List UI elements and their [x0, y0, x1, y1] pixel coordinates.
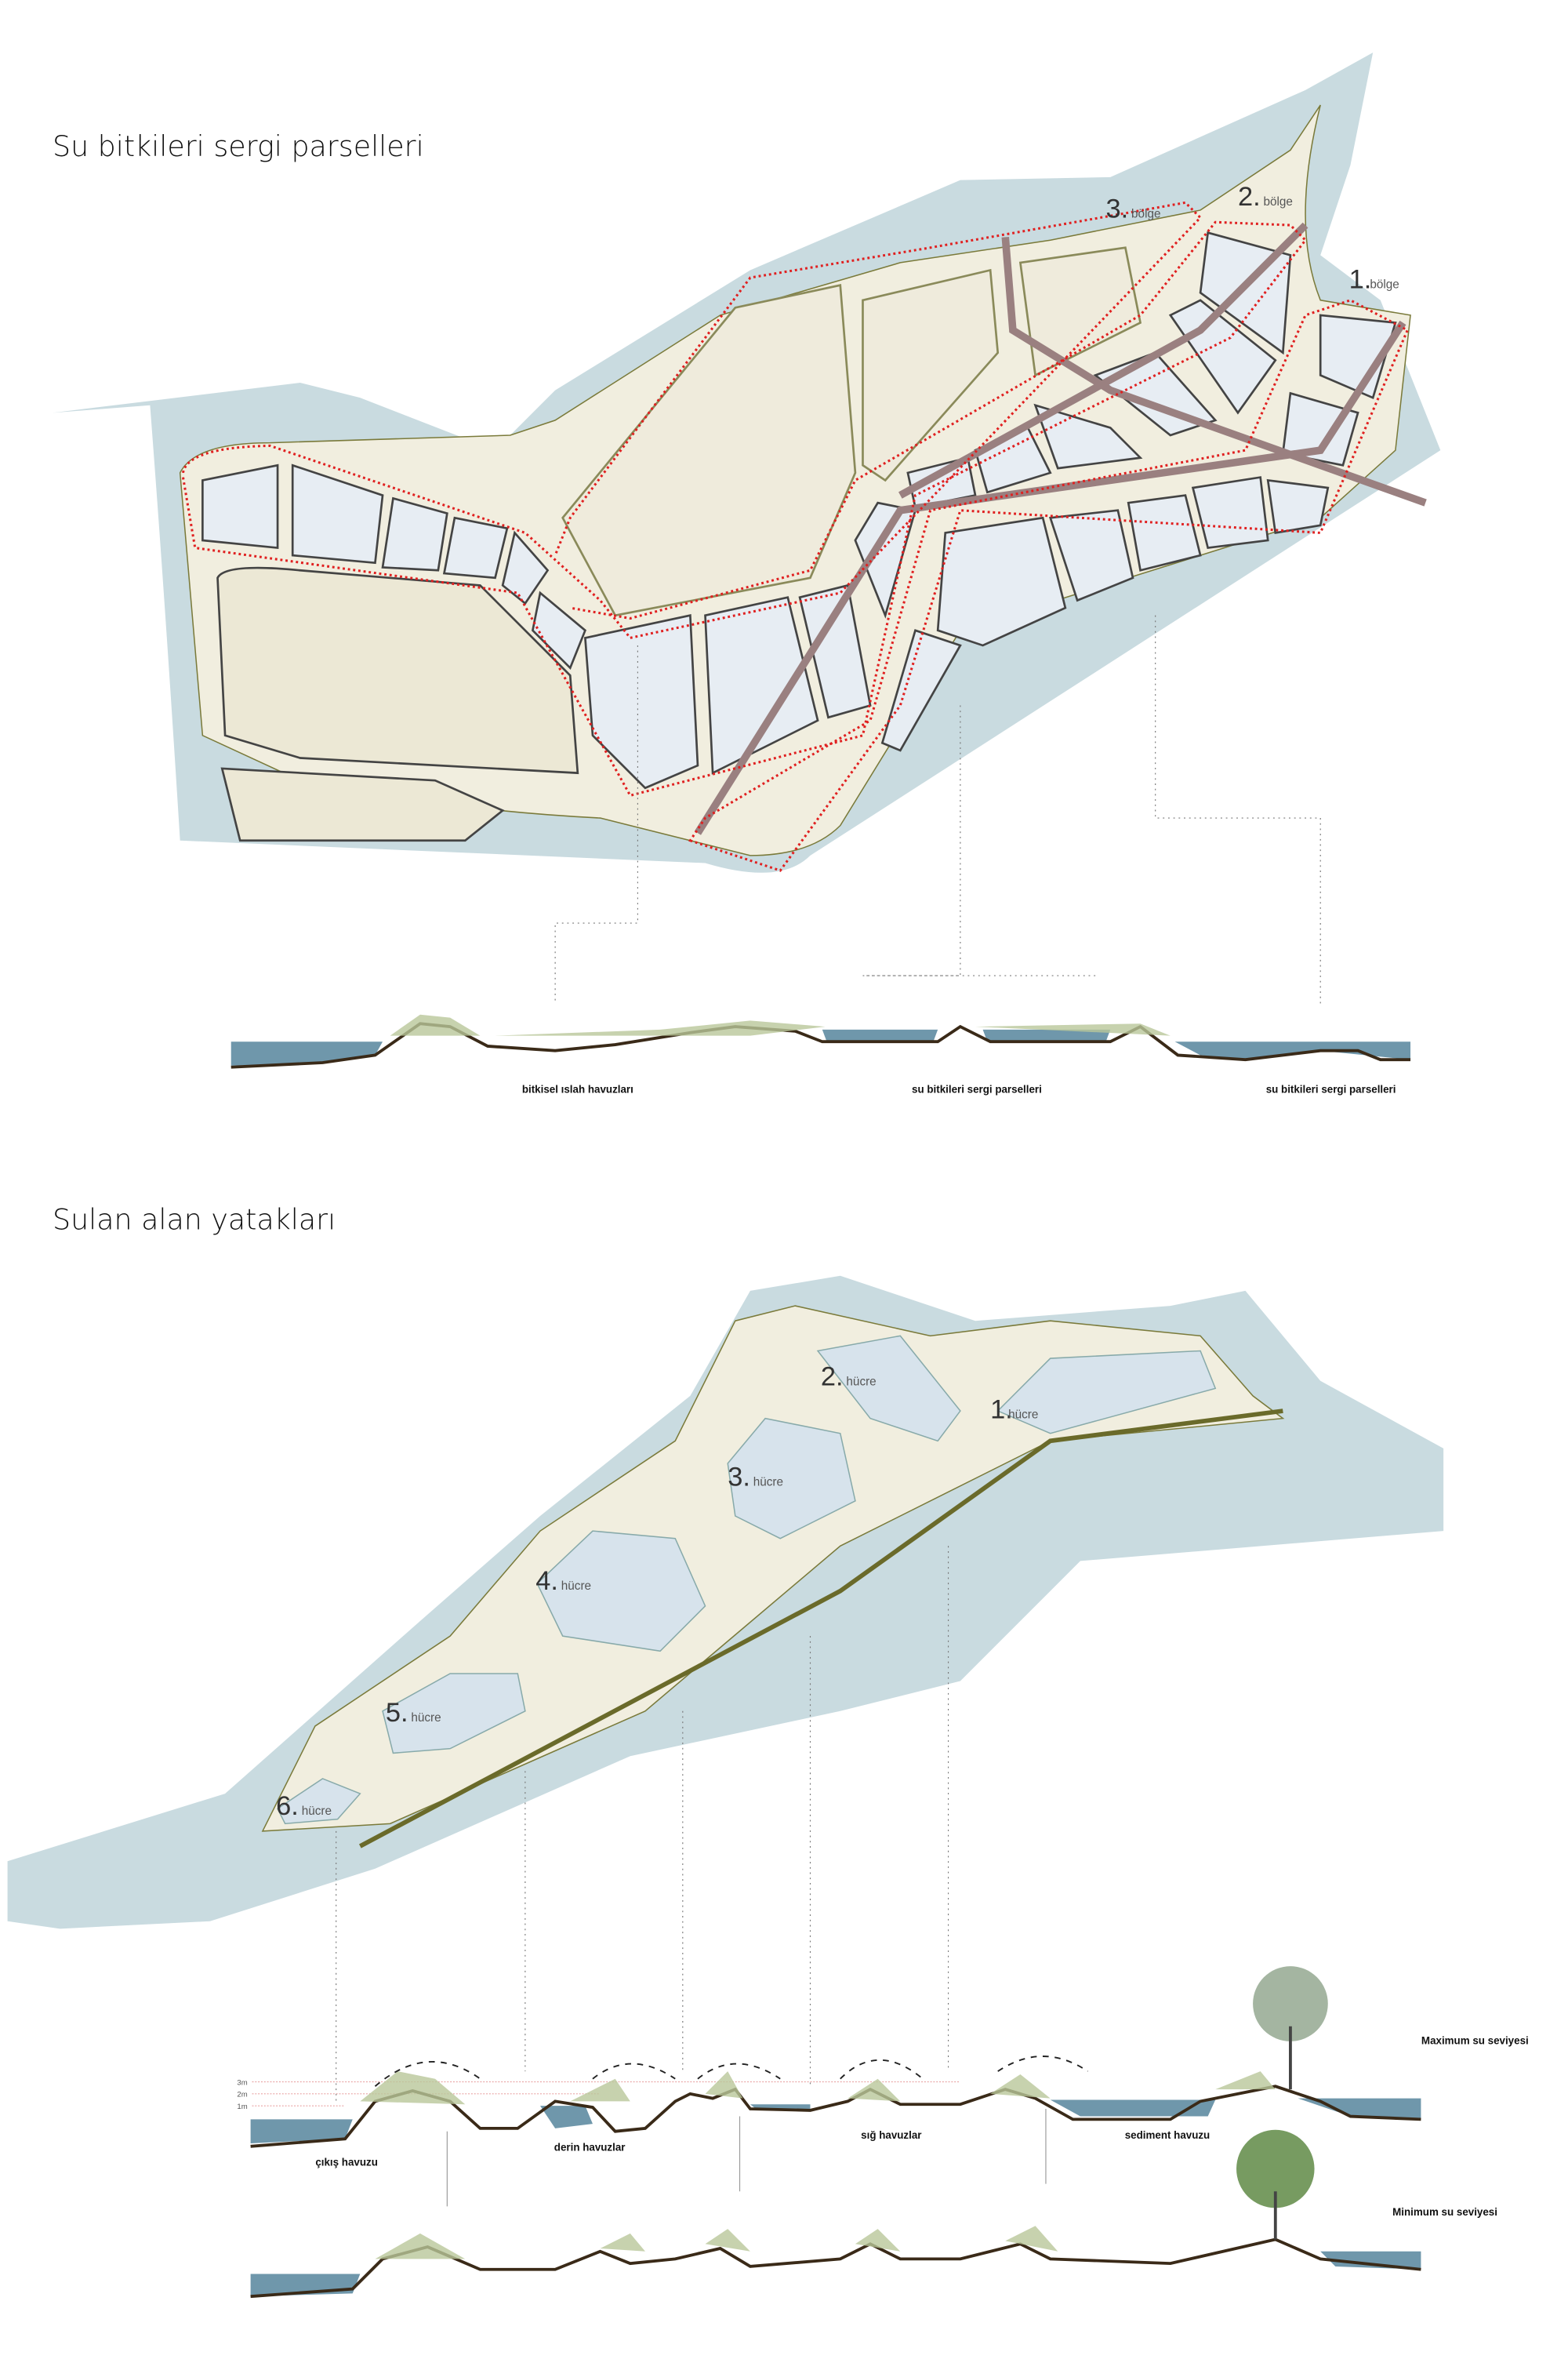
- section-cut-3: [250, 2129, 1421, 2299]
- section1-title: Su bitkileri sergi parselleri: [53, 129, 424, 163]
- svg-text:hücre: hücre: [561, 1579, 591, 1593]
- svg-text:5.: 5.: [386, 1698, 408, 1728]
- svg-text:hücre: hücre: [846, 1376, 876, 1389]
- cell-label-3: 3.hücre: [728, 1463, 783, 1492]
- cell-4: [536, 1530, 706, 1652]
- svg-text:3.: 3.: [728, 1463, 750, 1492]
- svg-text:hücre: hücre: [753, 1476, 783, 1489]
- zone-label-1: 1.bölge: [1349, 264, 1399, 294]
- central-meadow: [862, 268, 1000, 482]
- section-label: su bitkileri sergi parselleri: [1266, 1083, 1396, 1095]
- svg-text:hücre: hücre: [302, 1805, 332, 1818]
- cell-label-4: 4.hücre: [535, 1566, 591, 1596]
- section-label: bitkisel ıslah havuzları: [522, 1083, 633, 1095]
- section-label: su bitkileri sergi parselleri: [912, 1083, 1042, 1095]
- cell-6: [277, 1778, 361, 1825]
- walkway: [694, 320, 1406, 835]
- wetland-field: [216, 566, 579, 775]
- svg-text:2.: 2.: [821, 1362, 844, 1392]
- svg-text:6.: 6.: [276, 1791, 299, 1821]
- cell-3: [727, 1417, 856, 1539]
- svg-text:4.: 4.: [535, 1566, 558, 1596]
- tree-icon: [1253, 1966, 1328, 2090]
- max-water-level-label: Maximum su seviyesi: [1421, 2035, 1529, 2047]
- section-cut-1: bitkisel ıslah havuzları su bitkileri se…: [230, 1014, 1411, 1095]
- tree-icon: [1236, 2129, 1315, 2240]
- plan-1: 3.bölge 2.bölge 1.bölge: [52, 52, 1441, 1006]
- svg-text:bölge: bölge: [1263, 195, 1292, 209]
- svg-text:hücre: hücre: [1008, 1409, 1038, 1422]
- cell-label-1: 1.hücre: [990, 1395, 1038, 1425]
- min-water-level-label: Minimum su seviyesi: [1392, 2206, 1497, 2218]
- cell-label-2: 2.hücre: [821, 1362, 877, 1392]
- cell-label-6: 6.hücre: [276, 1791, 332, 1821]
- wetland-field: [220, 767, 505, 842]
- section-label: sığ havuzlar: [861, 2129, 921, 2141]
- svg-text:hücre: hücre: [411, 1711, 441, 1725]
- svg-text:1.: 1.: [990, 1395, 1013, 1425]
- svg-text:bölge: bölge: [1370, 278, 1399, 291]
- zone-label-3: 3.bölge: [1106, 194, 1161, 224]
- section-label: sediment havuzu: [1125, 2129, 1210, 2141]
- walkway: [898, 222, 1308, 499]
- plan-2: 1.hücre 2.hücre 3.hücre 4.hücre 5.hücre …: [7, 1275, 1444, 2102]
- svg-text:1m: 1m: [237, 2103, 247, 2111]
- svg-text:3.: 3.: [1106, 194, 1129, 224]
- section-label: çıkış havuzu: [315, 2157, 378, 2168]
- svg-text:2.: 2.: [1238, 182, 1261, 212]
- svg-text:3m: 3m: [237, 2078, 247, 2087]
- svg-text:1.: 1.: [1349, 264, 1372, 294]
- cell-label-5: 5.hücre: [386, 1698, 441, 1728]
- cell-5: [382, 1673, 526, 1754]
- svg-text:2m: 2m: [237, 2091, 247, 2099]
- section-cut-2: 3m 2m 1m çıkış havuzu derin havuzlar sığ…: [237, 1966, 1529, 2218]
- zone-label-2: 2.bölge: [1238, 182, 1293, 212]
- section-label: derin havuzlar: [554, 2142, 626, 2154]
- svg-text:bölge: bölge: [1131, 208, 1160, 221]
- zone-2-boundary: [181, 220, 1308, 798]
- cell-2: [816, 1335, 961, 1442]
- section2-title: Sulan alan yatakları: [53, 1202, 336, 1236]
- cell-1: [996, 1350, 1217, 1434]
